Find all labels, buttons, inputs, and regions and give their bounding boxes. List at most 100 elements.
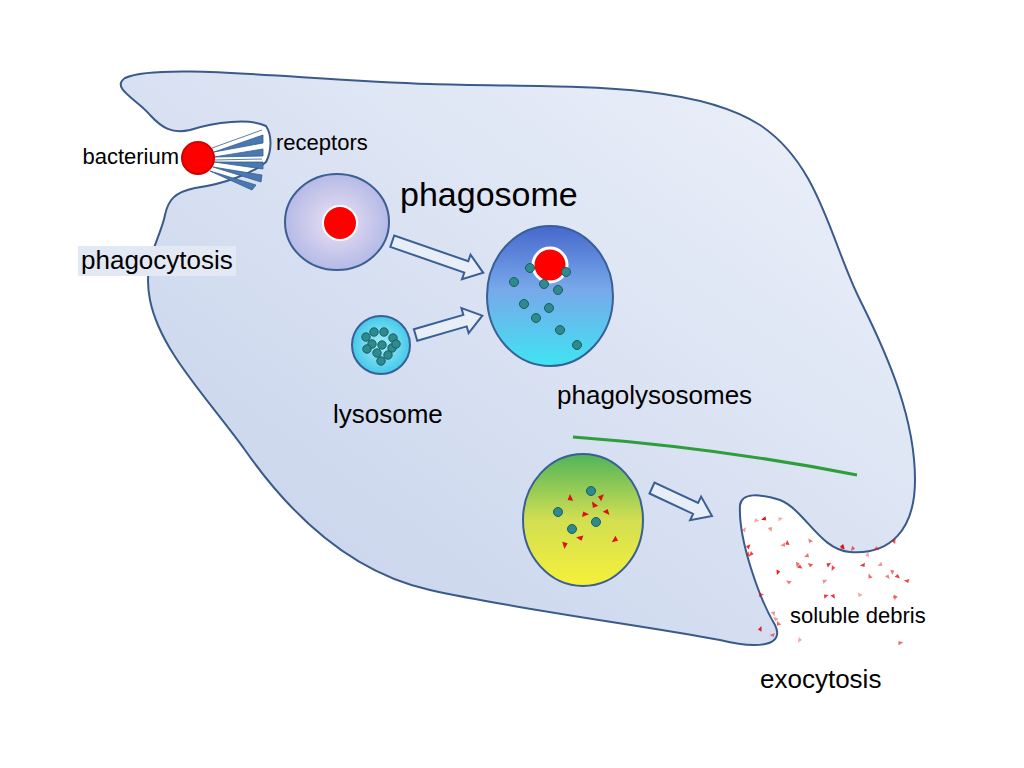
enzyme-dot — [545, 304, 554, 313]
receptor — [214, 149, 263, 157]
debris-fragment — [769, 633, 774, 637]
digested-bacterium — [533, 248, 567, 282]
debris-fragment — [582, 511, 589, 517]
enzyme-dots — [510, 264, 582, 350]
debris-fragment — [840, 544, 845, 549]
debris-fragment — [761, 516, 766, 520]
node-outline — [284, 173, 390, 271]
bacterium-circle: bacterium — [181, 141, 215, 175]
debris-fragment — [796, 562, 800, 568]
process-label: exocytosis — [760, 665, 881, 695]
structure-label: bacterium — [82, 144, 179, 169]
lysosome-vesicle: lysosome — [351, 315, 411, 375]
debris-fragment — [776, 569, 780, 575]
debris-fragment — [780, 542, 785, 546]
phagolysosome-fill — [487, 226, 613, 366]
phagolysosome-vesicle: phagolysosomes — [486, 225, 614, 367]
process-arrow — [414, 308, 482, 341]
debris-fragment — [874, 546, 880, 550]
debris-fragment — [804, 553, 809, 557]
debris-fragment — [893, 594, 899, 598]
enzyme-dot — [587, 487, 596, 496]
debris-fragment — [598, 494, 604, 501]
structure-label: phagolysosomes — [557, 381, 752, 411]
residual-vesicle — [523, 454, 643, 586]
debris-fragment — [562, 542, 567, 549]
debris-fragment — [904, 579, 909, 583]
debris-fragment — [878, 562, 883, 566]
process-label: receptors — [276, 130, 368, 155]
debris-fragment — [768, 527, 772, 532]
debris-fragment — [754, 518, 759, 522]
enzyme-dot — [373, 349, 381, 357]
receptor-fibre — [212, 130, 262, 148]
node-shape — [182, 142, 214, 174]
debris-fragment — [868, 574, 872, 579]
debris-fragment — [826, 563, 831, 568]
process-arrow — [390, 236, 483, 280]
debris-fragment — [892, 538, 896, 544]
debris-fragment — [808, 538, 813, 543]
debris-fragment — [808, 563, 813, 567]
debris-fragment — [885, 574, 890, 579]
debris-fragment — [785, 540, 789, 545]
receptor — [210, 171, 256, 190]
process-label: phagocytosis — [78, 246, 236, 276]
enzyme-dot — [384, 351, 392, 359]
debris-fragment — [786, 580, 792, 584]
debris-fragment — [822, 580, 827, 584]
enzyme-dot — [540, 280, 549, 289]
receptor — [214, 162, 263, 169]
phagosome-fill — [285, 174, 389, 270]
debris-fragment — [798, 637, 802, 643]
debris-fragment — [746, 544, 750, 549]
node-shape — [487, 226, 613, 366]
enzyme-dot — [532, 314, 541, 323]
debris-fragment — [758, 626, 762, 632]
engulfed-bacterium — [323, 206, 357, 240]
enzyme-dot — [554, 286, 563, 295]
enzyme-dot — [573, 341, 582, 350]
lysosome-fill — [352, 316, 410, 374]
exocytosis-arrow — [650, 483, 713, 521]
node-outline — [181, 141, 215, 175]
debris-fragment — [759, 593, 764, 597]
debris-fragment — [777, 621, 781, 626]
debris-fragment — [860, 563, 865, 567]
debris-fragment — [592, 502, 598, 508]
node-shape — [352, 316, 410, 374]
enzyme-dot — [363, 345, 371, 353]
enzyme-dot — [562, 268, 571, 277]
enzyme-dot — [378, 341, 386, 349]
debris-fragment — [612, 536, 618, 543]
enzyme-dot — [520, 300, 529, 309]
debris-fragment — [742, 527, 746, 533]
enzyme-dot — [377, 357, 385, 365]
enzyme-dots — [362, 328, 400, 365]
debris-fragment — [773, 617, 778, 622]
debris-fragment — [778, 517, 783, 521]
cell-membrane — [121, 71, 915, 645]
debris-fragment — [890, 570, 894, 575]
enzyme-dot — [362, 333, 370, 341]
enzyme-dot — [556, 326, 565, 335]
enzyme-dot — [380, 328, 388, 336]
debris-fragment — [895, 574, 900, 578]
debris-fragment — [568, 494, 574, 501]
enzyme-dot — [568, 525, 577, 534]
enzyme-dots — [554, 487, 601, 534]
debris-fragment — [576, 535, 583, 540]
debris-fragment — [851, 546, 855, 551]
receptor-fibre — [214, 159, 262, 160]
structure-label: lysosome — [333, 400, 443, 430]
debris-fragment — [858, 592, 863, 597]
debris-fragment — [840, 544, 844, 549]
node-outline — [351, 315, 411, 375]
enzyme-dot — [392, 340, 400, 348]
enzyme-dot — [526, 264, 535, 273]
debris-fragment — [898, 641, 903, 645]
debris-fragment — [824, 595, 829, 599]
